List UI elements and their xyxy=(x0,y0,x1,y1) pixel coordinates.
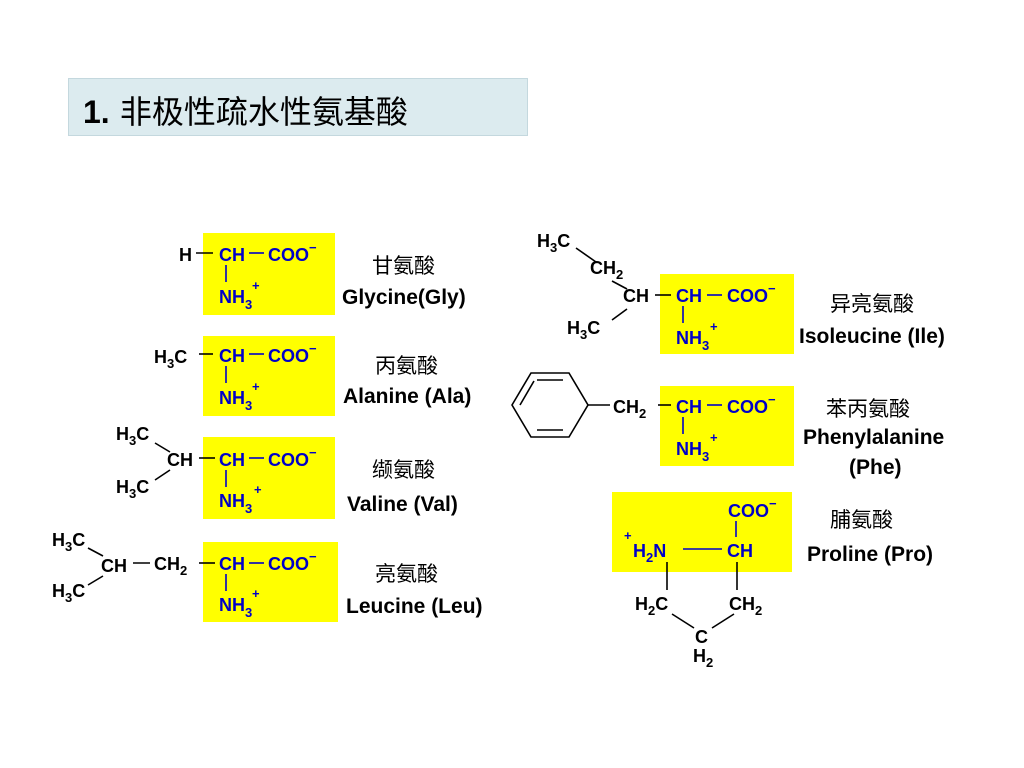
carboxylate: COO− xyxy=(727,281,776,306)
plus-charge: + xyxy=(252,586,260,601)
phenylalanine-en-name: Phenylalanine xyxy=(803,426,944,449)
glycine-structure: H CH COO− NH3 + xyxy=(179,233,335,315)
alpha-ch: CH xyxy=(219,245,245,265)
beta-ch: CH xyxy=(167,450,193,470)
alanine-structure: H3C CH COO− NH3 + xyxy=(154,336,335,416)
amino-group: NH3 xyxy=(676,439,709,464)
alpha-ch: CH xyxy=(219,450,245,470)
title-banner: 1. 非极性疏水性氨基酸 xyxy=(68,78,528,136)
alpha-ch: CH xyxy=(219,346,245,366)
amino-group: NH3 xyxy=(219,388,252,413)
amino-group: NH3 xyxy=(219,287,252,312)
alpha-ch: CH xyxy=(219,554,245,574)
methyl-group-bottom: H3C xyxy=(116,477,149,501)
valine-structure: H3C H3C CH CH COO− NH3 + xyxy=(116,424,335,519)
amino-group: NH3 xyxy=(219,491,252,516)
beta-ch2: CH2 xyxy=(613,397,646,421)
carboxylate: COO− xyxy=(268,240,317,265)
gamma-ch: CH xyxy=(101,556,127,576)
valine-cn-name: 缬氨酸 xyxy=(372,458,435,482)
title-label: 非极性疏水性氨基酸 xyxy=(119,93,408,131)
beta-ch2: CH2 xyxy=(729,594,762,618)
proline-en-name: Proline (Pro) xyxy=(807,543,933,566)
plus-charge: + xyxy=(254,482,262,497)
page-title: 1. 非极性疏水性氨基酸 xyxy=(83,87,408,133)
beta-ch2: CH2 xyxy=(154,554,187,578)
beta-ch: CH xyxy=(623,286,649,306)
plus-charge: + xyxy=(710,319,718,334)
carboxylate: COO− xyxy=(727,392,776,417)
ring-nh2: H2N xyxy=(633,541,666,565)
plus-charge: + xyxy=(624,528,632,543)
highlight-box xyxy=(203,233,335,315)
amino-group: NH3 xyxy=(676,328,709,353)
carboxylate: COO− xyxy=(268,341,317,366)
plus-charge: + xyxy=(252,379,260,394)
alpha-ch: CH xyxy=(676,397,702,417)
phenylalanine-en-abbr: (Phe) xyxy=(849,456,902,479)
leucine-cn-name: 亮氨酸 xyxy=(375,562,438,586)
leucine-structure: H3C H3C CH CH2 CH COO− NH3 + xyxy=(52,530,338,622)
proline-structure: COO− + H2N CH H2C CH2 C H2 xyxy=(612,492,792,670)
alanine-cn-name: 丙氨酸 xyxy=(375,354,438,378)
benzene-ring-icon xyxy=(511,372,589,438)
methyl-group-top: H3C xyxy=(52,530,85,554)
carboxylate: COO− xyxy=(268,549,317,574)
gamma-c: C xyxy=(695,627,708,647)
methyl-group-bottom: H3C xyxy=(52,581,85,605)
alanine-en-name: Alanine (Ala) xyxy=(343,385,471,408)
isoleucine-cn-name: 异亮氨酸 xyxy=(830,292,914,316)
glycine-en-name: Glycine(Gly) xyxy=(342,286,466,309)
title-number: 1. xyxy=(83,94,110,130)
amino-group: NH3 xyxy=(219,595,252,620)
plus-charge: + xyxy=(710,430,718,445)
delta-methyl: H3C xyxy=(537,231,570,255)
valine-en-name: Valine (Val) xyxy=(347,493,458,516)
alpha-ch: CH xyxy=(676,286,702,306)
gamma-ch2: CH2 xyxy=(590,258,623,282)
methyl-group-top: H3C xyxy=(116,424,149,448)
carboxylate: COO− xyxy=(728,496,777,521)
highlight-box xyxy=(203,336,335,416)
phenylalanine-structure: CH2 CH COO− NH3 + xyxy=(511,372,794,466)
plus-charge: + xyxy=(252,278,260,293)
delta-ch2: H2C xyxy=(635,594,668,618)
alpha-ch: CH xyxy=(727,541,753,561)
leucine-en-name: Leucine (Leu) xyxy=(346,595,483,618)
carboxylate: COO− xyxy=(268,445,317,470)
isoleucine-en-name: Isoleucine (Ile) xyxy=(799,325,945,348)
glycine-cn-name: 甘氨酸 xyxy=(372,254,435,278)
proline-cn-name: 脯氨酸 xyxy=(830,508,893,532)
phenylalanine-cn-name: 苯丙氨酸 xyxy=(826,397,910,421)
highlight-box xyxy=(612,492,792,572)
gamma-h2: H2 xyxy=(693,646,713,670)
isoleucine-structure: H3C CH2 CH H3C CH COO− NH3 + xyxy=(537,231,794,354)
highlight-box xyxy=(203,437,335,519)
gamma-methyl: H3C xyxy=(567,318,600,342)
methyl-group: H3C xyxy=(154,347,187,371)
h-atom: H xyxy=(179,245,192,265)
